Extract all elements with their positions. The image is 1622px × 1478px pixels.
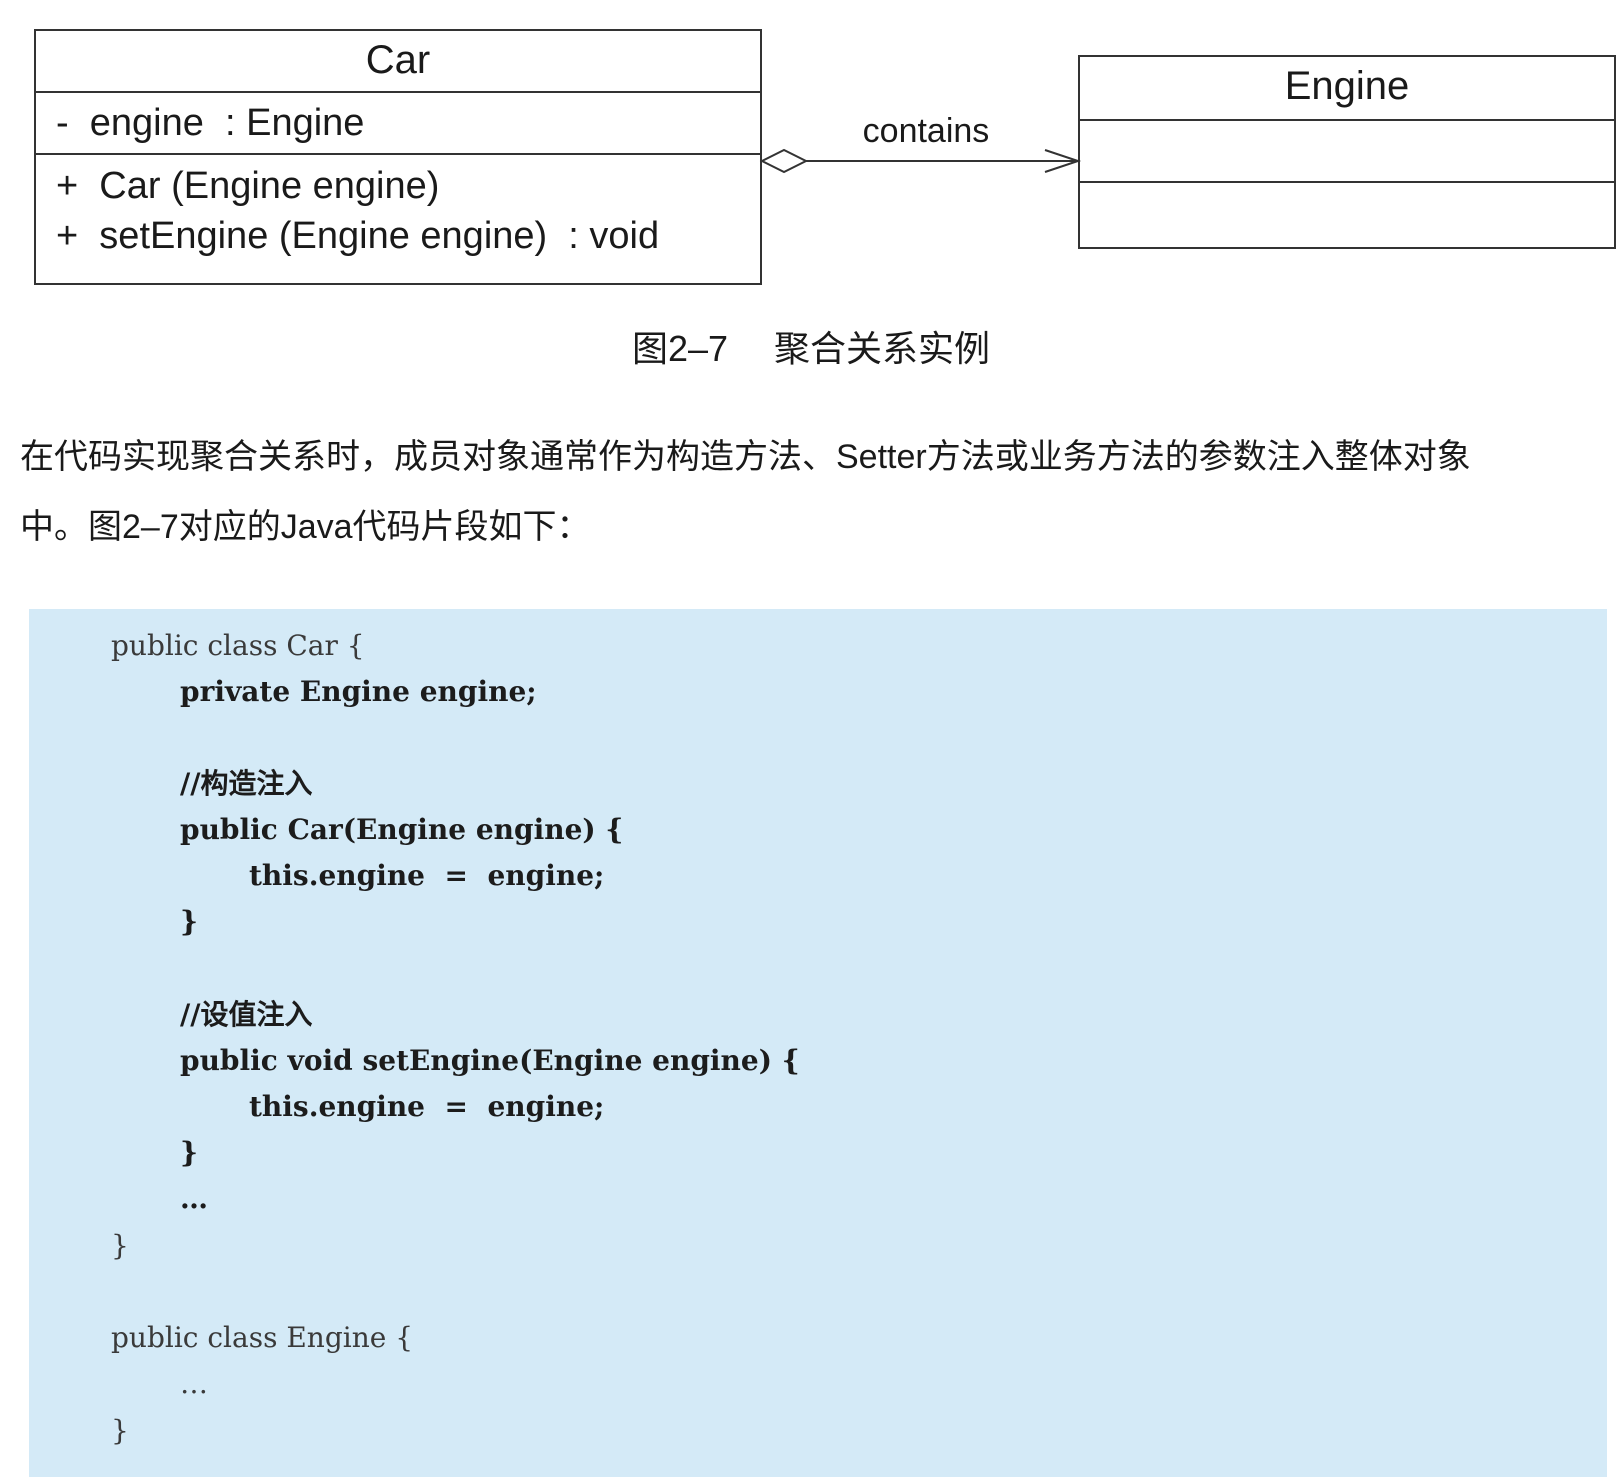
car-methods-compartment: + Car (Engine engine) + setEngine (Engin…: [36, 153, 760, 283]
car-attribute-engine: - engine : Engine: [56, 102, 365, 144]
code-line: public class Car {: [111, 629, 365, 662]
code-line: public Car(Engine engine) {: [180, 813, 624, 846]
code-line: }: [111, 1414, 129, 1447]
car-method-constructor: + Car (Engine engine): [56, 165, 440, 207]
aggregation-connector: contains: [759, 112, 1082, 174]
paragraph-line-2: 中。图2–7对应的Java代码片段如下：: [20, 508, 591, 546]
code-line: …: [180, 1367, 208, 1400]
code-line: this.engine = engine;: [249, 859, 605, 892]
car-class-box: Car - engine : Engine + Car (Engine engi…: [34, 29, 762, 285]
car-attributes-compartment: - engine : Engine: [36, 91, 760, 153]
code-listing: public class Car { private Engine engine…: [29, 609, 1607, 1477]
code-line: private Engine engine;: [180, 675, 537, 708]
engine-attributes-compartment: [1080, 119, 1614, 181]
engine-class-box: Engine: [1078, 55, 1616, 249]
aggregation-diamond: [759, 148, 809, 174]
relation-label: contains: [863, 112, 990, 150]
code-line: this.engine = engine;: [249, 1090, 605, 1123]
code-line: }: [180, 1136, 199, 1169]
code-line: public class Engine {: [111, 1321, 414, 1354]
code-line: //构造注入: [180, 767, 313, 800]
code-line: public void setEngine(Engine engine) {: [180, 1044, 800, 1077]
engine-methods-compartment: [1080, 181, 1614, 247]
car-method-setengine: + setEngine (Engine engine) : void: [56, 215, 660, 257]
paragraph-line-1: 在代码实现聚合关系时，成员对象通常作为构造方法、Setter方法或业务方法的参数…: [20, 438, 1471, 476]
figure-caption: 图2–7 聚合关系实例: [631, 328, 991, 369]
code-line: }: [111, 1229, 129, 1262]
engine-class-name: Engine: [1284, 64, 1410, 108]
code-line: …: [180, 1182, 208, 1215]
code-line: }: [180, 905, 199, 938]
car-class-name: Car: [365, 38, 431, 82]
body-paragraph: 在代码实现聚合关系时，成员对象通常作为构造方法、Setter方法或业务方法的参数…: [20, 422, 1620, 562]
arrowhead: [1044, 149, 1082, 173]
code-line: //设值注入: [180, 998, 313, 1031]
